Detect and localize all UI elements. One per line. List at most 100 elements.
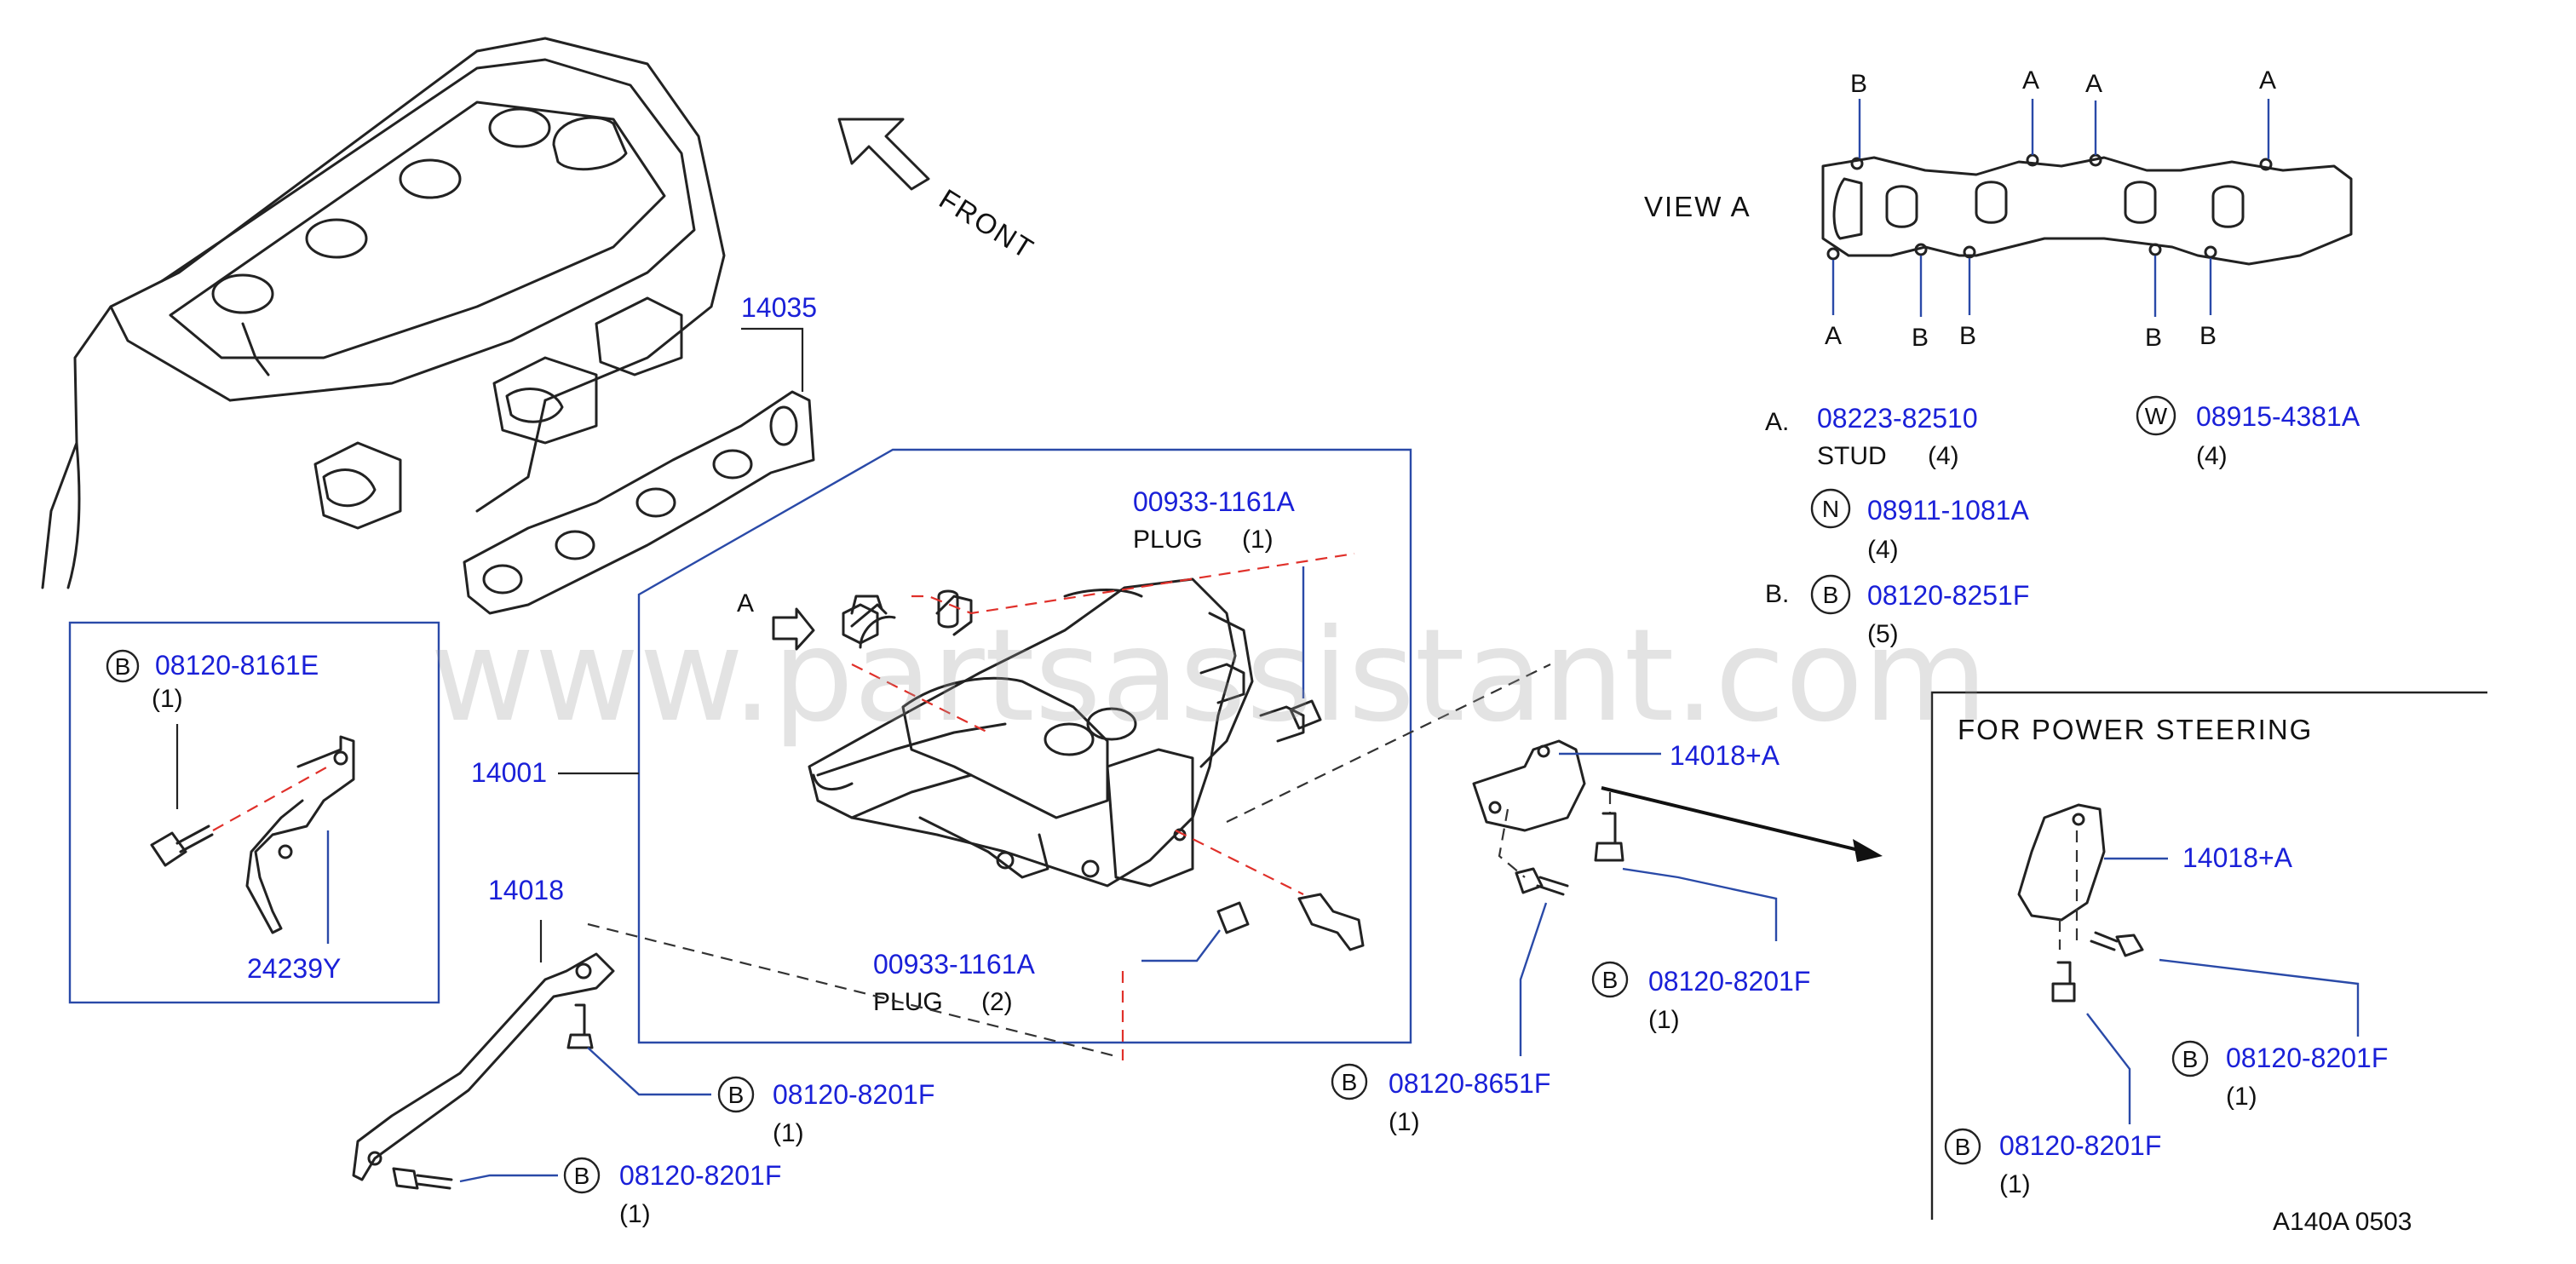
ps-bolt-left-qty: (1) bbox=[1999, 1170, 2031, 1198]
stay-part-number: 14018 bbox=[488, 875, 564, 905]
bracket-bolt-left-part-number: 08120-8651F bbox=[1389, 1068, 1550, 1099]
bracket-bolt-right-qty: (1) bbox=[1648, 1006, 1680, 1034]
svg-text:W: W bbox=[2145, 403, 2168, 429]
stay-bolt-top-icon bbox=[566, 1003, 594, 1049]
inset-bolt-icon bbox=[150, 824, 214, 867]
legend-a-part-number: 08223-82510 bbox=[1817, 403, 1978, 434]
ps-bracket-part-number: 14018+A bbox=[2182, 842, 2293, 873]
plug-bottom-desc: PLUG bbox=[873, 988, 943, 1016]
hose-fitting-icon bbox=[1297, 893, 1365, 951]
legend-w-symbol-icon bbox=[2136, 395, 2176, 436]
inset-left: B 08120-8161E (1) 24239Y bbox=[106, 649, 355, 984]
bracket-bolt-right-part-number: 08120-8201F bbox=[1648, 966, 1810, 997]
plug-top-qty: (1) bbox=[1242, 526, 1274, 554]
view-a-top-label-4: A bbox=[2259, 66, 2276, 95]
legend-b-part-number: 08120-8251F bbox=[1867, 580, 2029, 611]
ps-bolt-left-part-number: 08120-8201F bbox=[1999, 1130, 2161, 1161]
view-a-bottom-label-2: B bbox=[1912, 324, 1929, 352]
legend-a-desc: STUD bbox=[1817, 442, 1887, 470]
intake-manifold-drawing bbox=[808, 577, 1305, 888]
legend: A. 08223-82510 STUD (4) W 08915-4381A (4… bbox=[1765, 395, 2360, 648]
engine-stay-drawing bbox=[352, 952, 615, 1181]
ps-bolt-right-icon bbox=[2090, 931, 2144, 957]
bracket-drawing bbox=[1472, 739, 1586, 832]
bracket-bolt-left-symbol-icon bbox=[1331, 1063, 1368, 1100]
front-label: FRONT bbox=[934, 183, 1039, 266]
svg-text:B: B bbox=[1602, 967, 1619, 993]
view-a-arrow-label: A bbox=[737, 589, 754, 618]
legend-b-qty: (5) bbox=[1867, 620, 1899, 648]
ps-bolt-right-symbol-icon bbox=[2171, 1040, 2209, 1077]
engine-head-drawing bbox=[41, 37, 726, 589]
view-a-top-label-2: A bbox=[2022, 66, 2039, 95]
front-arrow-icon bbox=[837, 118, 930, 191]
inset-bracket-icon bbox=[245, 735, 355, 934]
inset-bolt-qty: (1) bbox=[152, 685, 183, 713]
ps-bolt-right-qty: (1) bbox=[2226, 1083, 2257, 1111]
legend-b-symbol-icon bbox=[1810, 574, 1851, 615]
plug-bottom-part-number: 00933-1161A bbox=[873, 949, 1035, 980]
view-a-gasket-drawing bbox=[1821, 153, 2353, 266]
bracket-part-number: 14018+A bbox=[1670, 740, 1780, 771]
manifold-part-number: 14001 bbox=[471, 757, 547, 788]
svg-text:B: B bbox=[115, 653, 131, 680]
manifold-frame bbox=[637, 448, 1412, 1044]
view-a-top-label-3: A bbox=[2085, 70, 2102, 98]
bracket-bolt-right-symbol-icon bbox=[1591, 961, 1629, 998]
svg-text:B: B bbox=[574, 1163, 590, 1189]
inset-left-frame bbox=[68, 621, 440, 1004]
legend-w-part-number: 08915-4381A bbox=[2196, 401, 2360, 432]
stay-bolt-bottom-icon bbox=[392, 1167, 453, 1190]
plug-bottom-qty: (2) bbox=[981, 988, 1013, 1016]
view-a-bottom-label-5: B bbox=[2199, 322, 2217, 350]
stay-bolt-top-symbol-icon bbox=[717, 1076, 755, 1113]
inset-bolt-part-number: 08120-8161E bbox=[155, 650, 319, 681]
legend-n-symbol-icon bbox=[1810, 488, 1851, 529]
view-a-title: VIEW A bbox=[1644, 191, 1751, 222]
legend-n-qty: (4) bbox=[1867, 536, 1899, 564]
b-symbol-icon bbox=[106, 649, 140, 683]
power-steering-frame bbox=[1930, 691, 2487, 1220]
view-a-bottom-label-4: B bbox=[2145, 324, 2162, 352]
ps-bolt-left-symbol-icon bbox=[1944, 1128, 1981, 1165]
stay-bolt-bottom-symbol-icon bbox=[563, 1157, 601, 1194]
legend-b-prefix: B. bbox=[1765, 580, 1789, 608]
svg-text:B: B bbox=[2182, 1046, 2199, 1072]
plug-cylinder-icon bbox=[937, 589, 959, 629]
plug-top-desc: PLUG bbox=[1133, 526, 1203, 554]
svg-text:B: B bbox=[728, 1082, 745, 1108]
ps-bolt-right-part-number: 08120-8201F bbox=[2226, 1043, 2388, 1073]
bracket-bolt-right-icon bbox=[1594, 812, 1624, 862]
inset-bracket-part-number: 24239Y bbox=[247, 953, 341, 984]
plug-top-part-number: 00933-1161A bbox=[1133, 486, 1295, 517]
intake-gasket-drawing bbox=[463, 390, 815, 615]
stay-bolt-top-qty: (1) bbox=[773, 1119, 804, 1147]
svg-text:B: B bbox=[1823, 582, 1839, 608]
direction-arrow-icon bbox=[1853, 839, 1883, 862]
elbow-fitting-icon bbox=[842, 595, 883, 645]
view-arrow-icon bbox=[772, 607, 815, 651]
bracket-bolt-left-qty: (1) bbox=[1389, 1108, 1420, 1136]
view-a-bottom-label-1: A bbox=[1825, 322, 1842, 350]
legend-a-prefix: A. bbox=[1765, 408, 1789, 436]
stay-bolt-bottom-qty: (1) bbox=[619, 1200, 651, 1228]
svg-text:N: N bbox=[1822, 496, 1839, 522]
stay-bolt-top-part-number: 08120-8201F bbox=[773, 1079, 934, 1110]
ps-bolt-left-icon bbox=[2051, 961, 2076, 1003]
legend-a-qty: (4) bbox=[1928, 442, 1959, 470]
legend-n-part-number: 08911-1081A bbox=[1867, 495, 2029, 526]
power-steering-title: FOR POWER STEERING bbox=[1958, 714, 2313, 745]
view-a-top-label-1: B bbox=[1850, 70, 1867, 98]
legend-w-qty: (4) bbox=[2196, 442, 2228, 470]
view-a-bottom-label-3: B bbox=[1959, 322, 1976, 350]
stay-bolt-bottom-part-number: 08120-8201F bbox=[619, 1160, 781, 1191]
ps-bracket-drawing bbox=[2017, 803, 2106, 922]
plug-bottom-icon bbox=[1216, 901, 1250, 934]
bracket-bolt-left-icon bbox=[1515, 867, 1569, 896]
watermark: www.partsassistant.com bbox=[430, 602, 1987, 750]
footer-code: A140A 0503 bbox=[2273, 1208, 2412, 1236]
svg-text:B: B bbox=[1955, 1134, 1971, 1160]
plug-top-icon bbox=[1289, 699, 1322, 730]
svg-text:B: B bbox=[1342, 1069, 1358, 1095]
